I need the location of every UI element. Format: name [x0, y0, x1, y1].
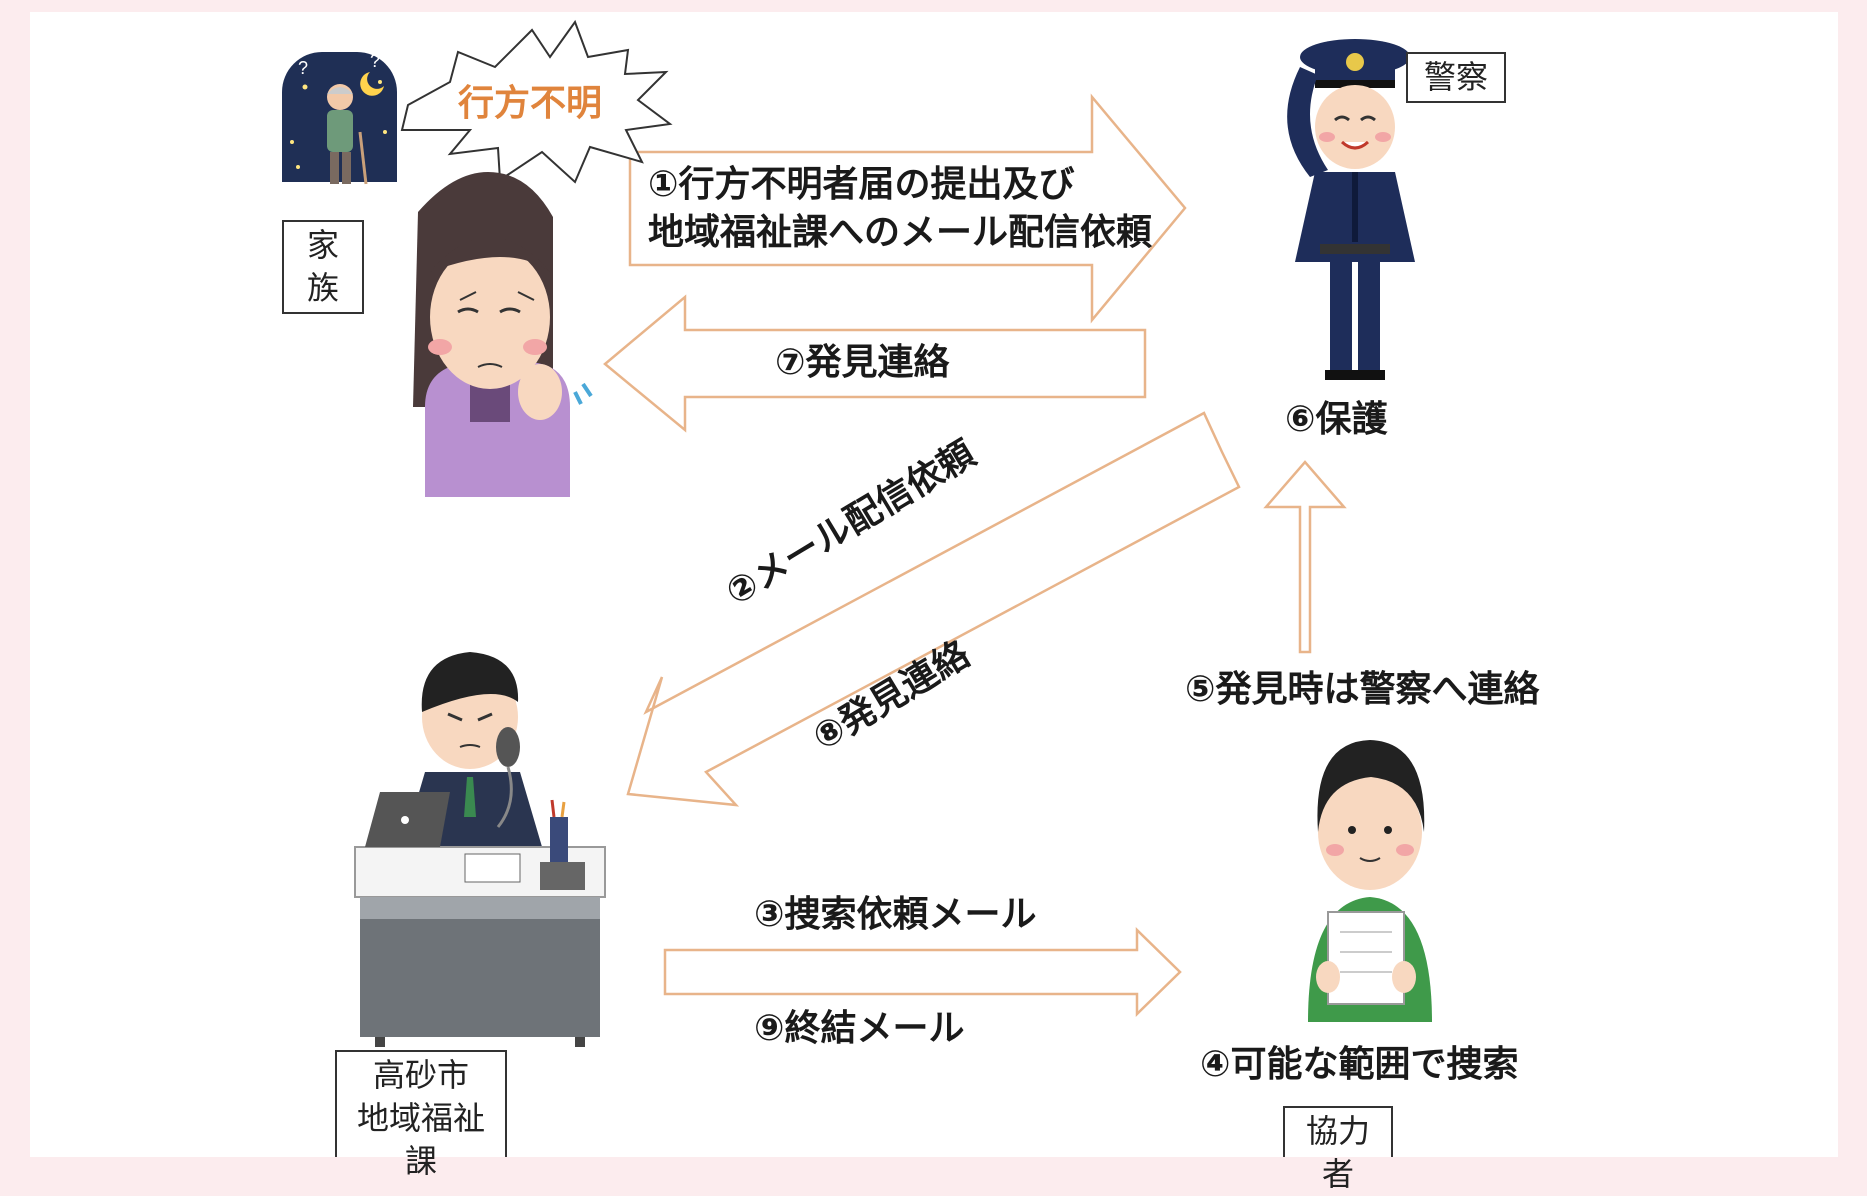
step4-label: ④可能な範囲で捜索: [1200, 1044, 1519, 1085]
burst-shape: [400, 19, 673, 184]
step3-label: ③捜索依頼メール: [754, 894, 1037, 935]
diagram-canvas: ? ?: [30, 12, 1838, 1193]
city-welfare-label: 高砂市 地域福祉課: [335, 1050, 507, 1180]
lost-elderly-man-illustration: ? ?: [282, 51, 397, 185]
arrow-report-to-police: [628, 93, 1187, 324]
police-officer-illustration: [1287, 39, 1415, 380]
svg-text:?: ?: [370, 51, 380, 71]
step1-line2: 地域福祉課へのメール配信依頼: [648, 212, 1153, 253]
police-label: 警察: [1406, 52, 1506, 104]
arrow-police-to-city: [626, 411, 1241, 807]
arrow-cooperator-to-police: [1263, 460, 1347, 654]
step6-label: ⑥保護: [1285, 399, 1388, 440]
family-woman-illustration: [413, 172, 593, 497]
step5-label: ⑤発見時は警察へ連絡: [1185, 669, 1540, 710]
cooperator-label: 協力者: [1283, 1106, 1393, 1193]
city-name: 高砂市: [372, 1056, 469, 1094]
svg-text:?: ?: [298, 58, 308, 78]
step9-label: ⑨終結メール: [754, 1008, 965, 1049]
arrow-mail-to-cooperator: [663, 927, 1182, 1017]
step7-label: ⑦発見連絡: [775, 342, 950, 383]
diagram-drawing: ? ?: [282, 19, 1432, 1047]
arrow-found-to-family: [603, 294, 1147, 433]
step1-line1: ①行方不明者届の提出及び: [648, 164, 1075, 205]
city-official-illustration: [354, 652, 606, 1047]
cooperator-illustration: [1308, 740, 1432, 1022]
family-label: 家族: [282, 220, 364, 315]
welfare-division-name: 地域福祉課: [356, 1099, 485, 1181]
burst-label: 行方不明: [458, 83, 603, 124]
